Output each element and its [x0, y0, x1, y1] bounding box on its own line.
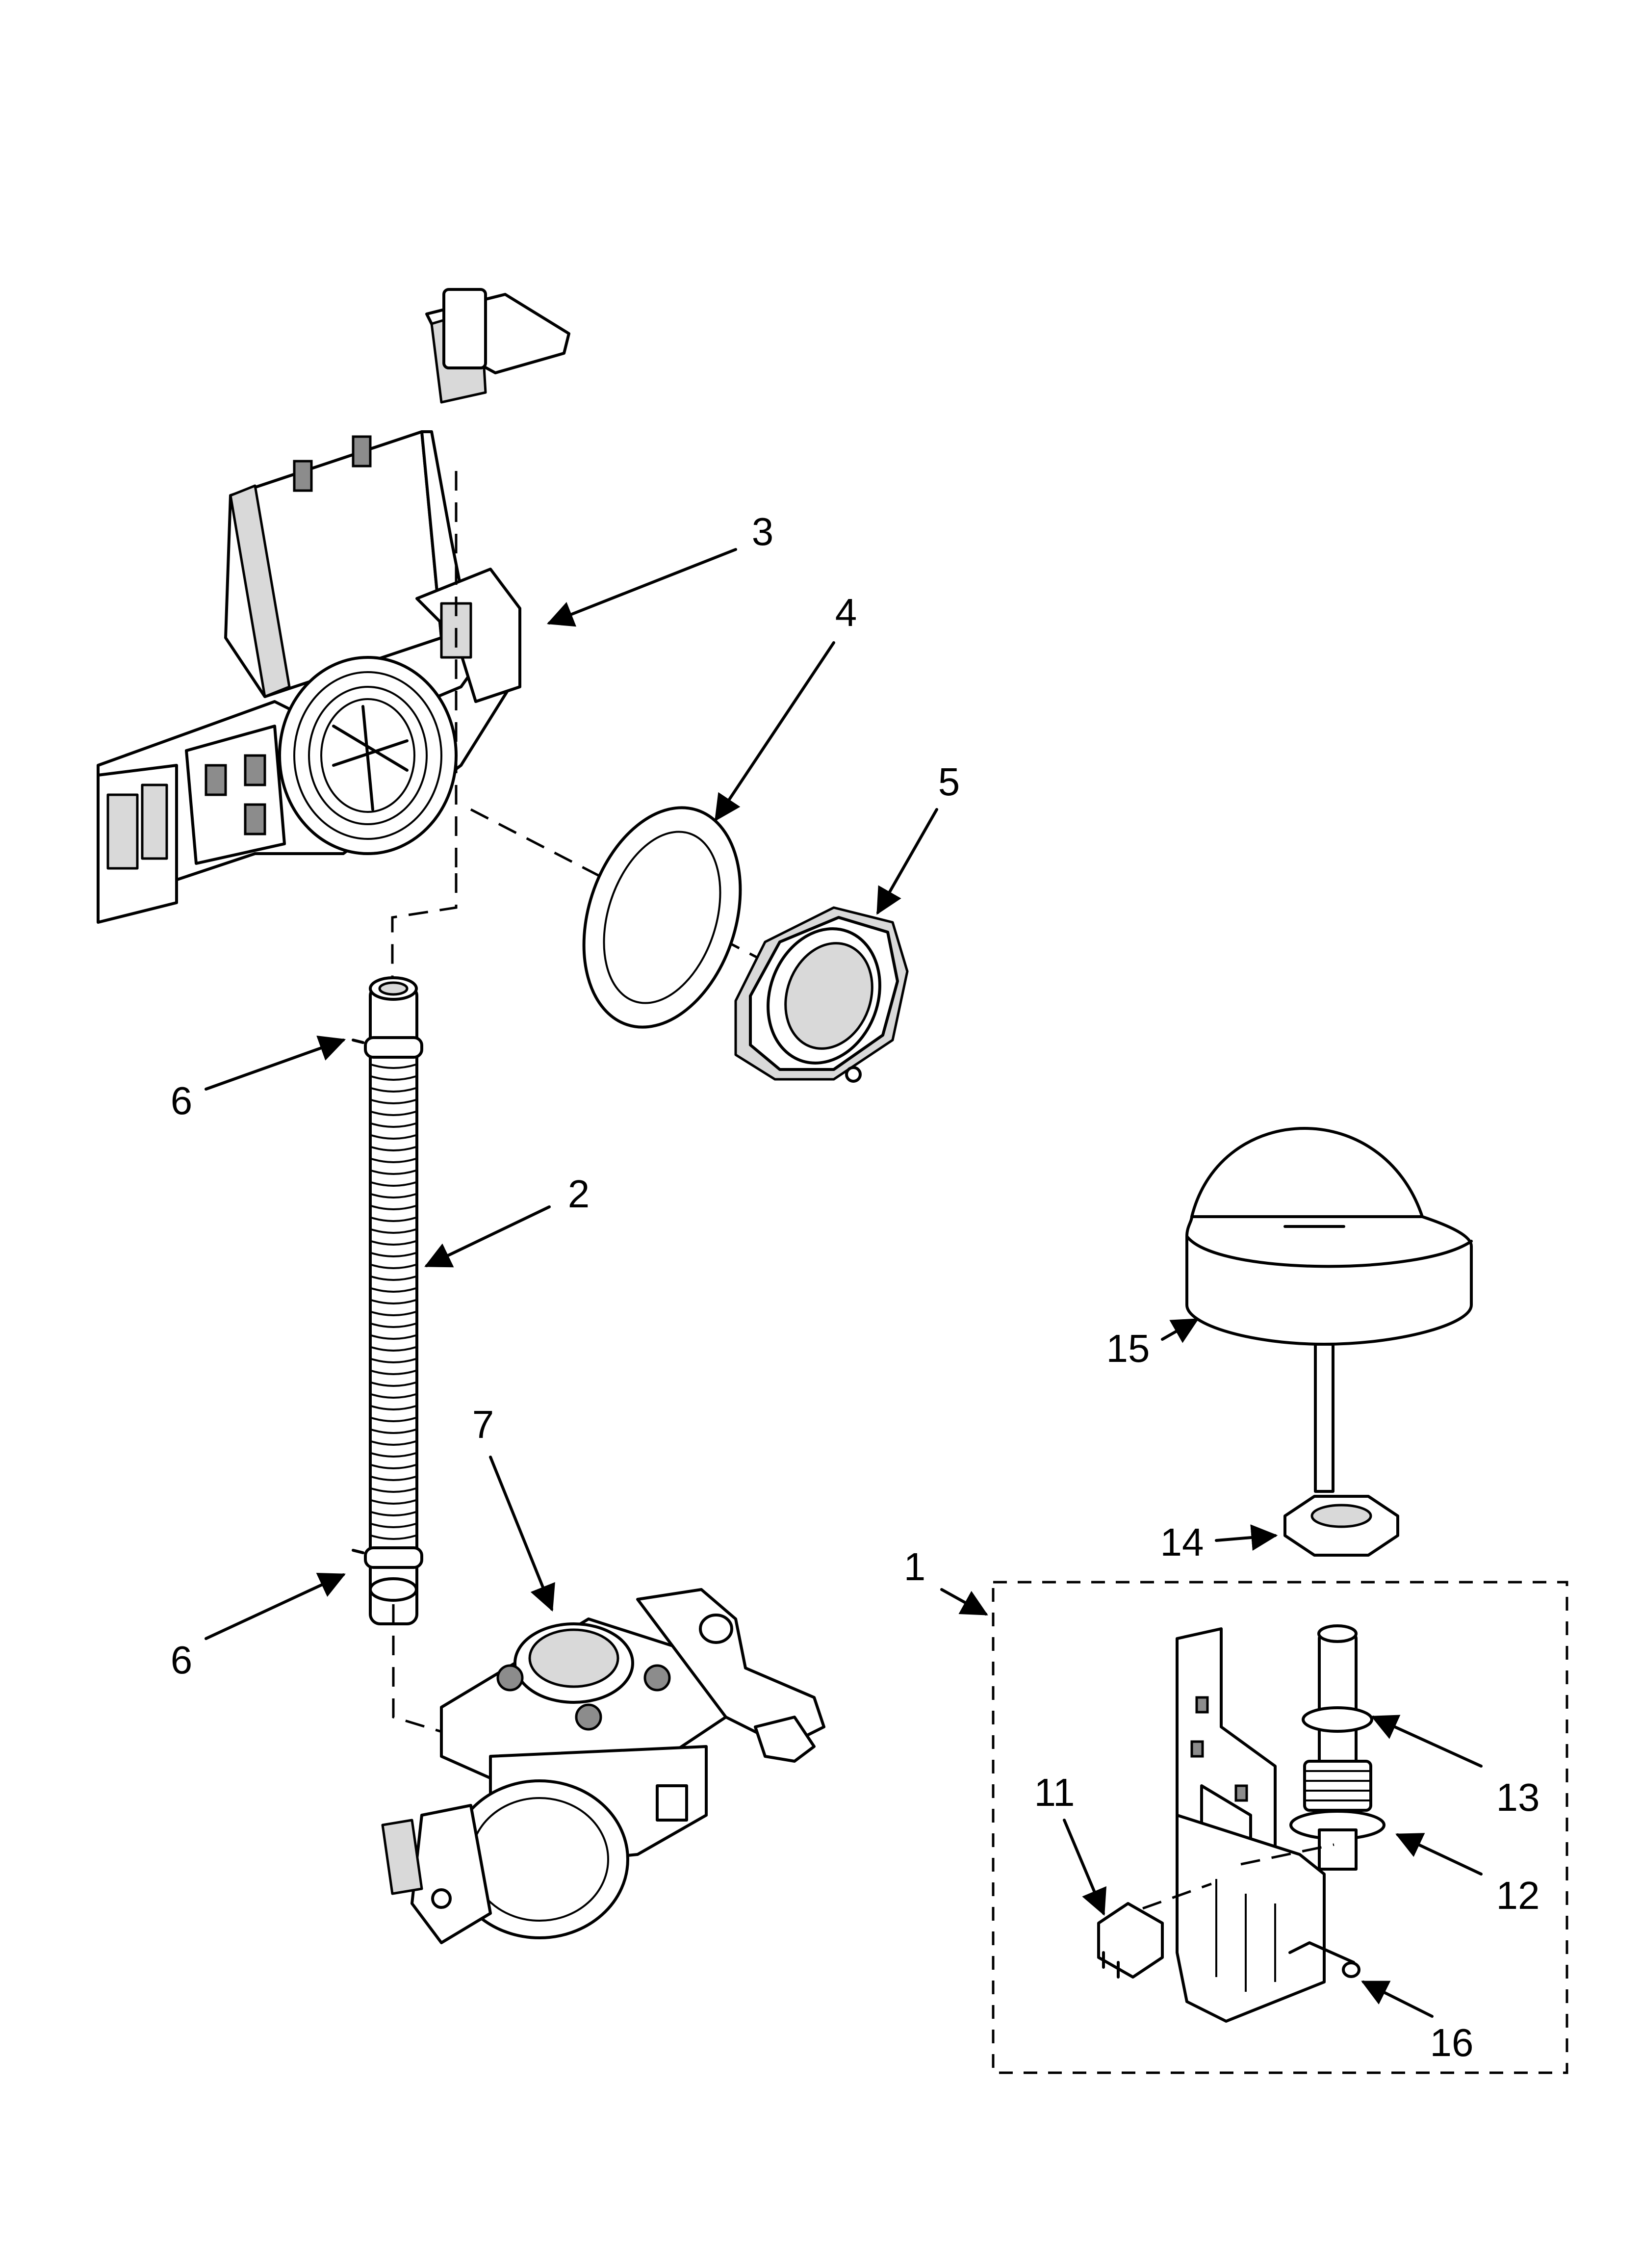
leader-6a	[205, 1035, 346, 1091]
leader-15	[1161, 1318, 1199, 1343]
part-2-hose	[369, 976, 418, 1625]
leader-5	[876, 808, 938, 915]
part-3-housing	[97, 288, 570, 924]
part-11-micro-switch	[1097, 1902, 1164, 1979]
part-16-clip	[1288, 1941, 1360, 1978]
label-part-3: 3	[752, 510, 774, 553]
label-part-14: 14	[1160, 1520, 1204, 1564]
part-15-float	[1185, 1127, 1473, 1493]
label-part-6-top: 6	[171, 1079, 193, 1122]
centerline-3-to-hose	[391, 873, 458, 976]
centerline-hose-to-valve	[392, 1604, 491, 1748]
leader-6b	[205, 1572, 346, 1640]
leader-3	[546, 548, 737, 627]
part-14-hex-nut	[1283, 1495, 1399, 1557]
leader-13	[1371, 1715, 1483, 1768]
part-12-spring-collar	[1289, 1760, 1385, 1871]
label-part-1: 1	[904, 1545, 926, 1589]
label-part-2: 2	[568, 1172, 590, 1216]
leader-16	[1361, 1981, 1434, 2018]
label-part-4: 4	[835, 591, 857, 634]
label-part-15: 15	[1106, 1327, 1150, 1370]
label-part-5: 5	[938, 760, 960, 804]
leader-2	[424, 1205, 551, 1268]
label-part-16: 16	[1430, 2021, 1474, 2064]
leader-11	[1063, 1819, 1107, 1916]
centerline-switch	[1142, 1843, 1334, 1910]
leader-1	[940, 1588, 988, 1616]
leader-4	[715, 641, 835, 822]
label-part-13: 13	[1496, 1775, 1540, 1819]
hose-end-bottom	[369, 1577, 418, 1602]
part-6-clamp-bottom	[352, 1546, 423, 1569]
hose-corrugation	[371, 1064, 416, 1540]
part-6-clamp-top	[352, 1036, 423, 1059]
label-part-11: 11	[1034, 1771, 1075, 1814]
leader-12	[1395, 1833, 1483, 1876]
leader-7	[489, 1456, 555, 1612]
leader-14	[1215, 1524, 1278, 1551]
part-1-bracket	[1176, 1627, 1326, 2023]
label-part-6-bottom: 6	[171, 1638, 193, 1682]
part-7-water-valve	[381, 1588, 825, 1944]
label-part-7: 7	[472, 1403, 494, 1446]
label-part-12: 12	[1496, 1874, 1540, 1917]
part-4-gasket	[582, 806, 742, 1029]
part-13-tube	[1302, 1624, 1373, 1782]
assembly-1-box	[992, 1581, 1568, 2074]
part-5-nut	[734, 906, 909, 1083]
